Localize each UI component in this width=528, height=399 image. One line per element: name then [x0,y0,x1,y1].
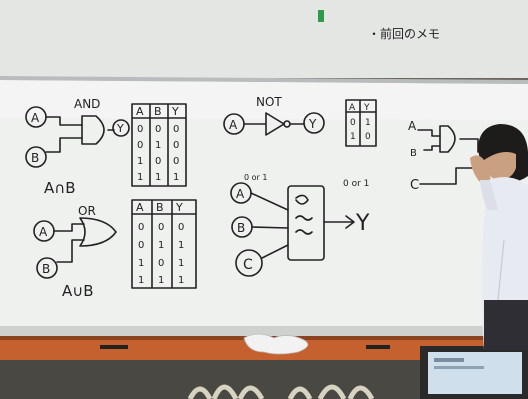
and-title: AND [74,97,100,111]
upper-whiteboard [0,0,528,78]
and-input-a: A [31,111,40,125]
or-cell: 1 [178,258,184,269]
or-header-b: B [156,201,164,214]
not-header-y: Y [363,103,370,113]
or-cell: 0 [158,258,164,269]
circuit-input-a: A [236,187,245,201]
not-output-circle [303,112,325,134]
right-input-b: B [410,148,417,159]
screen-text [434,358,464,362]
marker [100,345,128,349]
or-cell: 0 [138,222,144,233]
right-input-c: C [410,178,419,193]
and-expression: A∩B [44,179,76,197]
not-table-grid [345,99,377,147]
and-input-b: B [31,151,39,165]
and-input-b-circle [25,146,47,168]
person-face [484,152,516,180]
or-cell: 0 [178,222,184,233]
or-cell: 1 [178,240,184,251]
chairs [187,384,375,399]
shirt-fold [497,239,505,301]
and-wires [45,116,83,153]
or-input-a: A [39,225,48,239]
right-wires [417,129,441,151]
and-cell: 0 [155,124,161,135]
or-title: OR [78,204,96,218]
and-cell: 0 [173,140,179,151]
not-cell: 0 [350,118,356,128]
circuit-output-label: 0 or 1 [343,179,369,189]
circuit-input-label: 0 or 1 [244,173,267,182]
not-gate-symbol [243,112,285,136]
circuit-input-b: B [237,221,245,235]
or-input-b-circle [36,257,58,279]
or-table-grid [131,199,197,289]
not-cell: 1 [350,132,356,142]
or-cell: 0 [138,240,144,251]
circuit-input-c: C [243,257,253,273]
and-gate-symbol [81,115,105,145]
black-box [287,185,325,261]
and-cell: 0 [137,140,143,151]
or-cell: 1 [178,275,184,286]
right-and-gate [439,125,456,153]
person-hand [470,155,492,186]
or-cell: 1 [158,240,164,251]
and-header-a: A [136,105,144,118]
and-output: Y [116,122,124,135]
not-header-a: A [349,103,356,113]
right-input-a: A [408,119,417,133]
or-wires [53,223,85,263]
screen-text [434,366,484,369]
eraser-cloth [243,333,309,355]
board-frame [0,326,528,336]
and-table-grid [131,103,187,187]
or-input-b: B [42,262,50,276]
or-header-y: Y [175,201,183,214]
or-cell: 1 [138,258,144,269]
and-header-y: Y [171,105,179,118]
top-note: ・前回のメモ [368,26,440,41]
not-cell: 1 [365,118,371,128]
box-output-arrow [323,215,355,229]
not-title: NOT [256,95,282,109]
and-cell: 0 [173,156,179,167]
and-cell: 0 [155,156,161,167]
person-arm [480,180,498,210]
not-output: Y [308,117,317,131]
and-cell: 0 [173,124,179,135]
box-input-c-circle [235,249,263,277]
marker [366,345,390,349]
or-cell: 1 [158,275,164,286]
or-cell: 0 [158,222,164,233]
and-cell: 1 [155,140,161,151]
person-pants [484,300,528,350]
and-header-b: B [154,105,162,118]
board-divider [0,76,528,84]
and-cell: 0 [137,124,143,135]
green-magnet [318,10,324,22]
and-cell: 1 [137,156,143,167]
or-cell: 1 [138,275,144,286]
not-cell: 0 [365,132,371,142]
box-input-wires [250,192,289,259]
and-output-circle [112,119,130,137]
right-out-wires [419,138,479,185]
circuit-output: Y [355,211,370,236]
or-header-a: A [136,201,144,214]
box-scribbles [295,194,313,235]
and-cell: 1 [173,172,179,183]
not-input: A [229,118,238,132]
and-cell: 1 [155,172,161,183]
and-cell: 1 [137,172,143,183]
or-gate-symbol [79,217,117,247]
or-expression: A∪B [62,282,94,300]
